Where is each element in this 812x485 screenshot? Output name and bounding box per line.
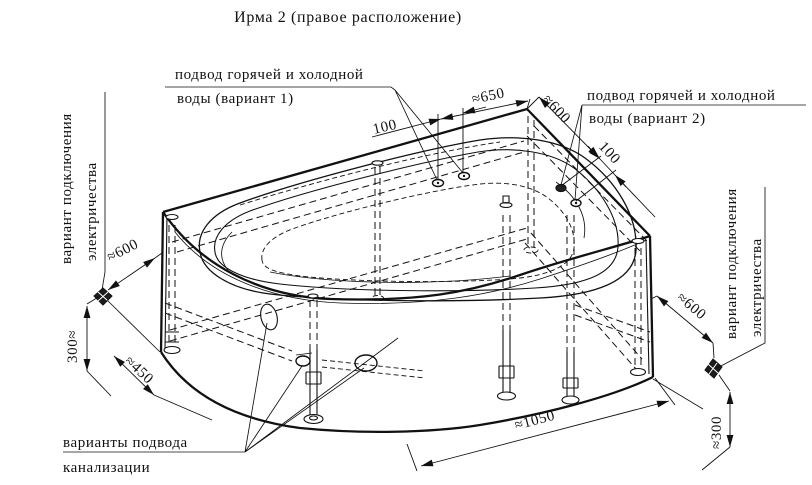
siphon <box>354 354 378 372</box>
sewer-label-line2: канализации <box>63 460 150 476</box>
bowl-rim-outer <box>198 137 637 302</box>
foot <box>163 345 181 355</box>
water2-label-line2: воды (вариант 2) <box>589 111 706 127</box>
leader-lines <box>63 86 806 453</box>
dimension-lines <box>83 96 734 472</box>
left-post <box>168 225 176 345</box>
adjustable-feet <box>163 160 647 425</box>
drain-outlet <box>295 355 311 367</box>
rear-left-stud <box>374 167 381 296</box>
dim-text-300-right: ≈300 <box>709 416 725 449</box>
electrical-symbols <box>93 287 723 410</box>
electrical-right-leader <box>716 187 766 369</box>
dim-text-600-top: ≈600 <box>539 92 573 127</box>
dim-text-100-left: 100 <box>371 117 398 138</box>
dim-text-650: ≈650 <box>471 85 507 108</box>
wall-floor-line-left <box>106 299 161 353</box>
drain-assembly <box>295 352 426 379</box>
screw-head <box>165 213 179 221</box>
deck-front-curve-inner <box>174 231 647 304</box>
bowl-bottom-hidden <box>261 182 575 283</box>
dim-text-600-left: ≈600 <box>105 236 142 265</box>
electrical-left-label-line1: вариант подключения <box>59 113 75 264</box>
screw-head <box>631 237 645 245</box>
electrical-right-label-line2: электричества <box>749 238 765 337</box>
rear-post <box>527 116 535 250</box>
deck-front-curve <box>162 211 651 301</box>
dim-text-1050: ≈1050 <box>513 408 557 434</box>
right-leg-upper <box>566 215 575 352</box>
right-corner-edge-inner <box>645 239 650 375</box>
dim-450 <box>113 355 155 396</box>
dim-600-right <box>656 295 714 344</box>
electrical-right-label-line1: вариант подключения <box>724 188 740 339</box>
wall-floor-line-right <box>652 378 704 410</box>
water1-leaders <box>394 89 464 181</box>
dim-1050 <box>420 400 670 467</box>
dim-text-600-right: ≈600 <box>673 290 709 324</box>
bowl-front-contour <box>269 271 511 283</box>
support-frame-hidden <box>164 116 651 370</box>
electrical-left-label-line2: электричества <box>84 162 100 261</box>
electrical-left-leader <box>101 92 106 291</box>
foot <box>561 395 580 405</box>
dim-text-300-left: 300≈ <box>65 330 81 363</box>
water2-label-line1: подвод горячей и холодной <box>587 88 776 104</box>
sewer-leaders <box>244 322 399 453</box>
dim-text-100-right: 100 <box>595 139 623 168</box>
water2-witness-lines <box>560 155 617 202</box>
screw-head <box>307 293 319 299</box>
center-leg-upper <box>502 215 511 330</box>
sewer-label-line1: варианты подвода <box>63 435 188 451</box>
water1-label-line2: воды (вариант 1) <box>177 91 294 107</box>
dim-650 <box>440 100 529 120</box>
dim-text-450: ≈450 <box>121 353 156 387</box>
left-corner-edge <box>159 211 165 353</box>
bowl-foot-contour <box>221 231 233 271</box>
drain-pipe-hidden <box>321 359 426 379</box>
bowl-rim-inner <box>214 149 619 292</box>
left-corner-edge-inner <box>164 215 168 351</box>
drawing-title: Ирма 2 (правое расположение) <box>234 9 462 26</box>
bathtub-body <box>159 107 655 434</box>
front-leg-upper <box>309 300 318 350</box>
water1-underline <box>165 86 396 91</box>
apron-bottom-curve <box>160 351 654 434</box>
water-fittings <box>431 171 582 208</box>
screw-head <box>371 160 384 166</box>
dim-600-left <box>107 257 156 291</box>
right-corner-edge <box>648 235 655 378</box>
apron-access-hole <box>260 303 278 331</box>
foot <box>496 391 517 401</box>
foot <box>629 367 647 377</box>
right-post <box>634 248 642 368</box>
water1-label-line1: подвод горячей и холодной <box>175 67 364 83</box>
drawing-text: Ирма 2 (правое расположение) подвод горя… <box>59 9 776 476</box>
rim-hidden-contour <box>239 141 501 206</box>
